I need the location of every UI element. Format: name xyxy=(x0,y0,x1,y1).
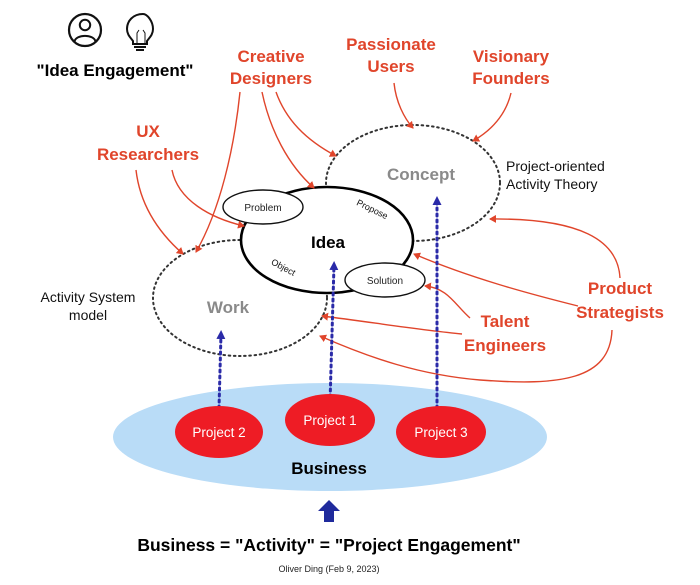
role-ux-researchers-1: UX xyxy=(136,122,160,141)
solution-ellipse xyxy=(344,262,426,298)
arrow-visionary-concept xyxy=(472,92,512,142)
role-creative-designers-1: Creative xyxy=(237,47,304,66)
activity-model-label-2: model xyxy=(69,307,107,323)
project-theory-label-2: Activity Theory xyxy=(506,176,598,192)
arrow-passionate-concept xyxy=(393,82,414,129)
role-arrows xyxy=(135,82,621,383)
project-theory-label-1: Project-oriented xyxy=(506,158,605,174)
person-icon xyxy=(67,12,103,48)
author-credit: Oliver Ding (Feb 9, 2023) xyxy=(278,564,379,574)
lightbulb-icon xyxy=(125,12,155,51)
project-1: Project 1 xyxy=(285,394,375,446)
role-talent-engineers-1: Talent xyxy=(481,312,530,331)
arrow-ux-idea xyxy=(171,169,245,229)
business-equation: Business = "Activity" = "Project Engagem… xyxy=(137,535,520,555)
project-3-label: Project 3 xyxy=(414,425,467,440)
role-product-strategists-2: Strategists xyxy=(576,303,664,322)
idea-label: Idea xyxy=(311,233,346,252)
role-product-strategists-1: Product xyxy=(588,279,653,298)
arrow-project2-work xyxy=(216,330,226,410)
role-visionary-founders-2: Founders xyxy=(472,69,549,88)
arrow-project1-idea xyxy=(328,261,339,405)
solution-label: Solution xyxy=(367,276,403,287)
problem-ellipse xyxy=(222,189,304,225)
problem-label: Problem xyxy=(244,203,281,214)
arrow-creative-work xyxy=(195,91,241,253)
up-arrow-icon xyxy=(318,500,340,522)
business-label: Business xyxy=(291,459,367,478)
project-1-label: Project 1 xyxy=(303,413,356,428)
arrow-product-work xyxy=(319,329,613,383)
activity-model-label-1: Activity System xyxy=(41,289,136,305)
project-2: Project 2 xyxy=(175,406,263,458)
project-2-label: Project 2 xyxy=(192,425,245,440)
role-passionate-users-1: Passionate xyxy=(346,35,436,54)
work-label: Work xyxy=(207,298,250,317)
role-ux-researchers-2: Researchers xyxy=(97,145,199,164)
arrow-talent-work xyxy=(321,312,463,335)
project-3: Project 3 xyxy=(396,406,486,458)
role-creative-designers-2: Designers xyxy=(230,69,312,88)
diagram-title: "Idea Engagement" xyxy=(37,61,194,80)
arrow-creative-concept xyxy=(275,91,337,157)
role-visionary-founders-1: Visionary xyxy=(473,47,550,66)
role-passionate-users-2: Users xyxy=(367,57,414,76)
arrow-talent-solution xyxy=(424,282,471,319)
arrow-product-concept xyxy=(489,214,621,279)
arrow-ux-work xyxy=(135,169,184,255)
concept-label: Concept xyxy=(387,165,455,184)
arrow-creative-idea xyxy=(261,91,315,189)
role-talent-engineers-2: Engineers xyxy=(464,336,546,355)
arrow-product-idea xyxy=(413,252,579,307)
